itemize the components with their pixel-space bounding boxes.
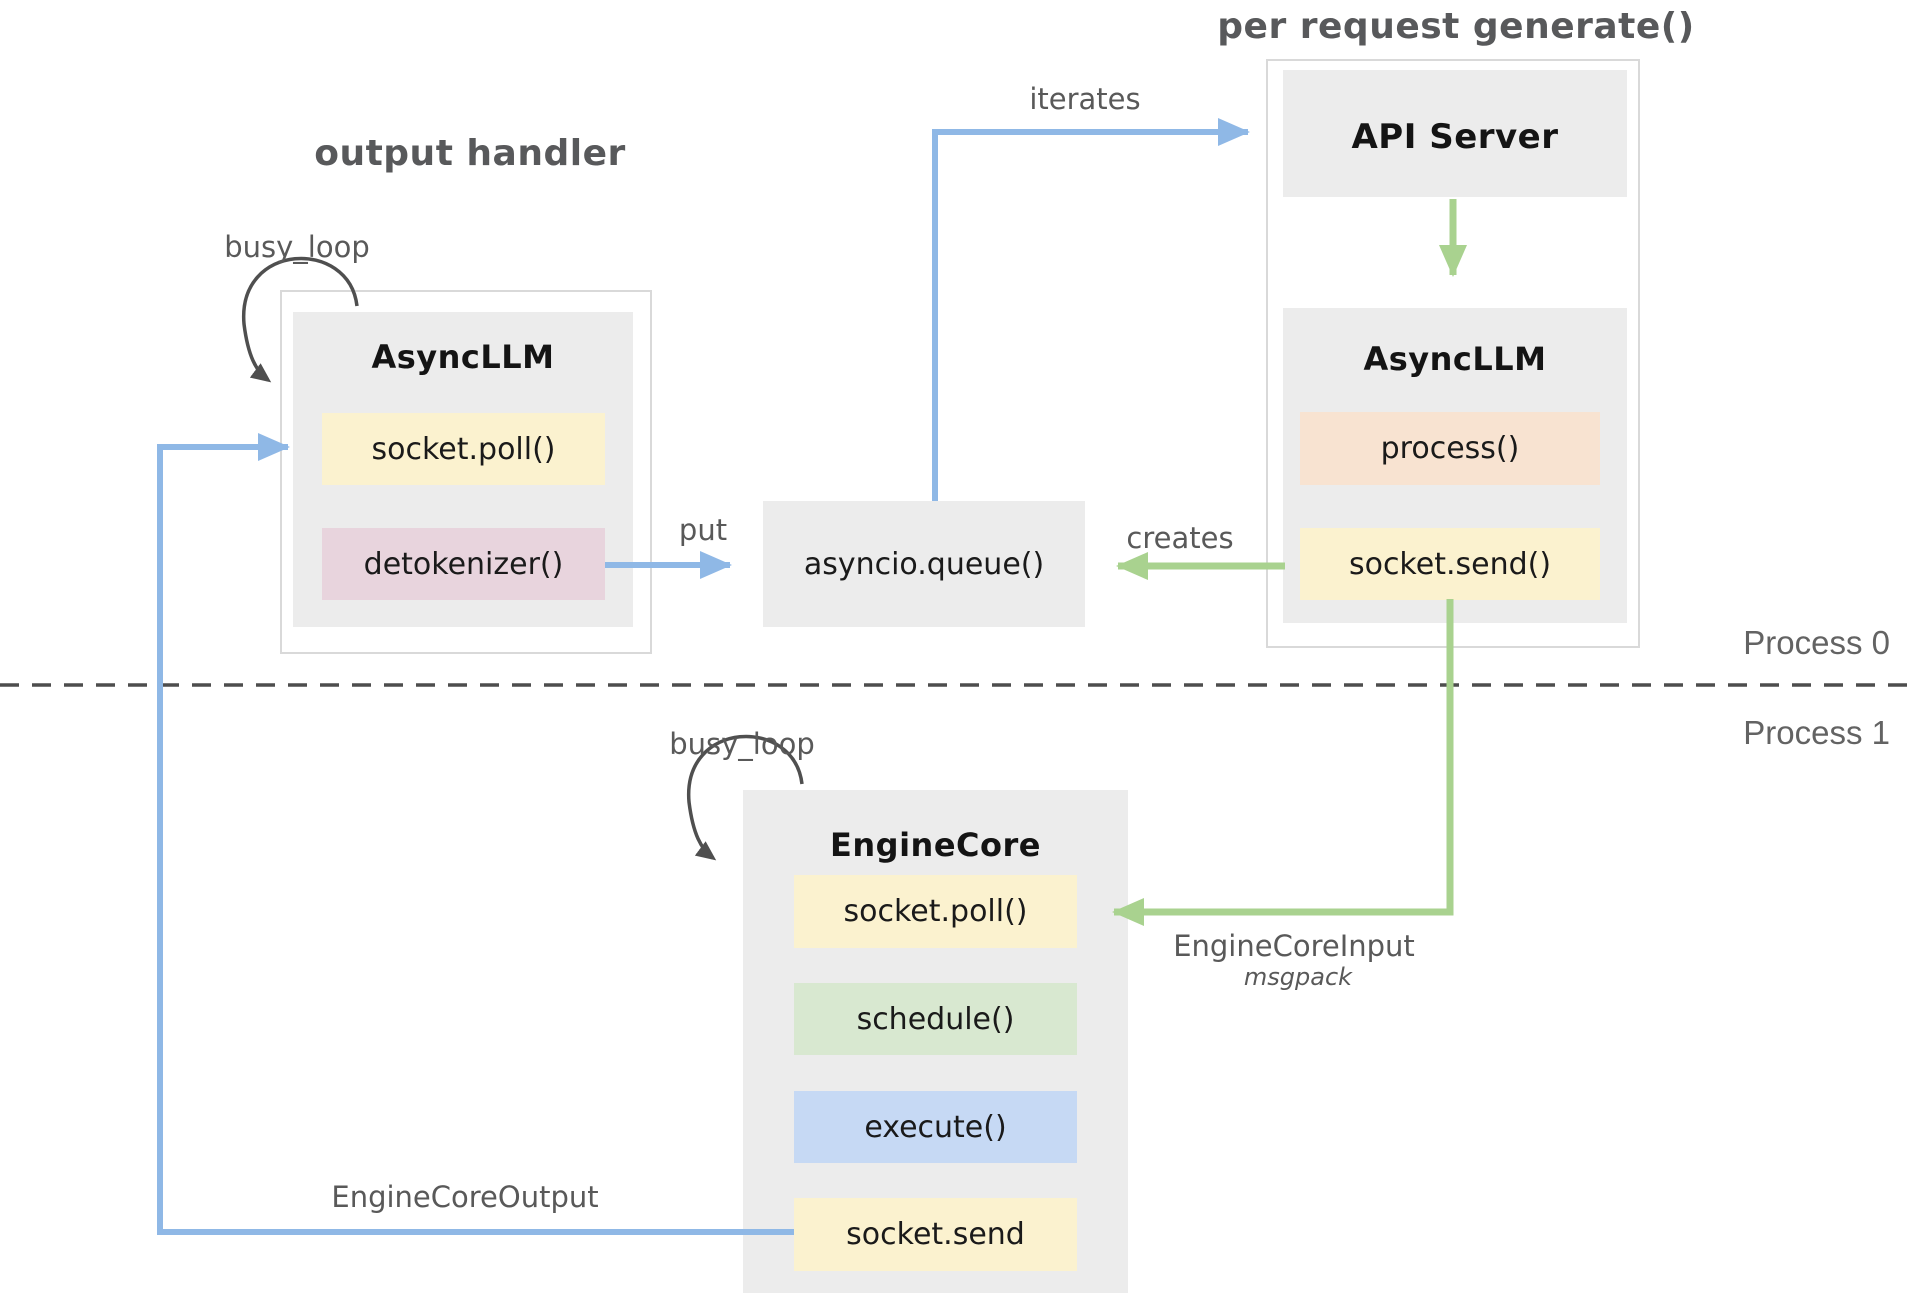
engine-core-output-label: EngineCoreOutput	[331, 1180, 599, 1214]
creates-label: creates	[1126, 521, 1234, 555]
async-llm-right-socket-send: socket.send()	[1300, 528, 1600, 600]
process-1-label: Process 1	[1743, 714, 1890, 751]
busy-loop-label-output-handler: busy_loop	[224, 230, 370, 264]
process-0-label: Process 0	[1743, 624, 1890, 661]
engine-core-execute: execute()	[794, 1091, 1077, 1163]
engine-core-schedule: schedule()	[794, 983, 1077, 1055]
asyncio-queue-node: asyncio.queue()	[763, 501, 1085, 627]
put-label: put	[678, 513, 728, 547]
per-request-generate-title: per request generate()	[1217, 6, 1695, 47]
async-llm-right-title: AsyncLLM	[1363, 340, 1547, 378]
engine-core-input-label: EngineCoreInput	[1173, 929, 1415, 963]
output-handler-title: output handler	[314, 133, 626, 174]
engine-core-socket-poll: socket.poll()	[794, 875, 1077, 948]
async-llm-left-socket-poll: socket.poll()	[322, 413, 605, 485]
engine-core-title: EngineCore	[830, 826, 1041, 864]
api-server-title: API Server	[1351, 117, 1559, 157]
busy-loop-label-engine-core: busy_loop	[669, 727, 815, 761]
async-llm-right-process: process()	[1300, 412, 1600, 485]
iterates-arrow	[932, 118, 1250, 501]
api-server-node	[1283, 70, 1627, 197]
engine-core-input-format-label: msgpack	[1243, 963, 1353, 991]
async-llm-left-detokenizer: detokenizer()	[322, 528, 605, 600]
engine-core-socket-send: socket.send	[794, 1198, 1077, 1271]
async-llm-left-title: AsyncLLM	[371, 338, 555, 376]
iterates-label: iterates	[1029, 82, 1141, 116]
